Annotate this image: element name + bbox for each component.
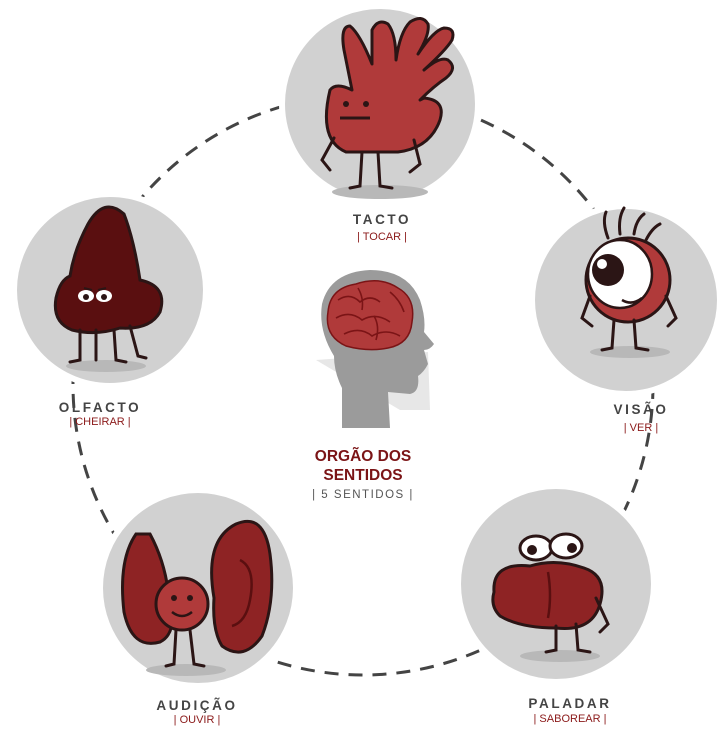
sense-subtitle-paladar: | SABOREAR | — [534, 713, 607, 725]
center-subtitle: | 5 SENTIDOS | — [312, 489, 414, 501]
sense-title-tacto: TACTO — [353, 212, 411, 227]
head-with-brain-icon — [316, 270, 434, 428]
sense-subtitle-olfacto: | CHEIRAR | — [69, 416, 130, 428]
sense-title-olfacto: OLFACTO — [59, 400, 141, 415]
center-title-line2: SENTIDOS — [323, 467, 402, 485]
sense-subtitle-tacto: | TOCAR | — [357, 231, 407, 243]
ear-character-icon — [100, 490, 296, 686]
tongue-character-icon — [458, 486, 654, 682]
sense-title-visao: VISÃO — [613, 402, 668, 417]
hand-character-icon — [282, 6, 478, 202]
sense-title-paladar: PALADAR — [528, 696, 611, 711]
eye-character-icon — [532, 206, 720, 394]
sense-title-audicao: AUDIÇÃO — [156, 698, 237, 713]
nose-character-icon — [14, 194, 206, 386]
sense-subtitle-visao: | VER | — [624, 422, 658, 434]
center-title-line1: ORGÃO DOS — [315, 448, 411, 466]
sense-subtitle-audicao: | OUVIR | — [174, 714, 221, 726]
